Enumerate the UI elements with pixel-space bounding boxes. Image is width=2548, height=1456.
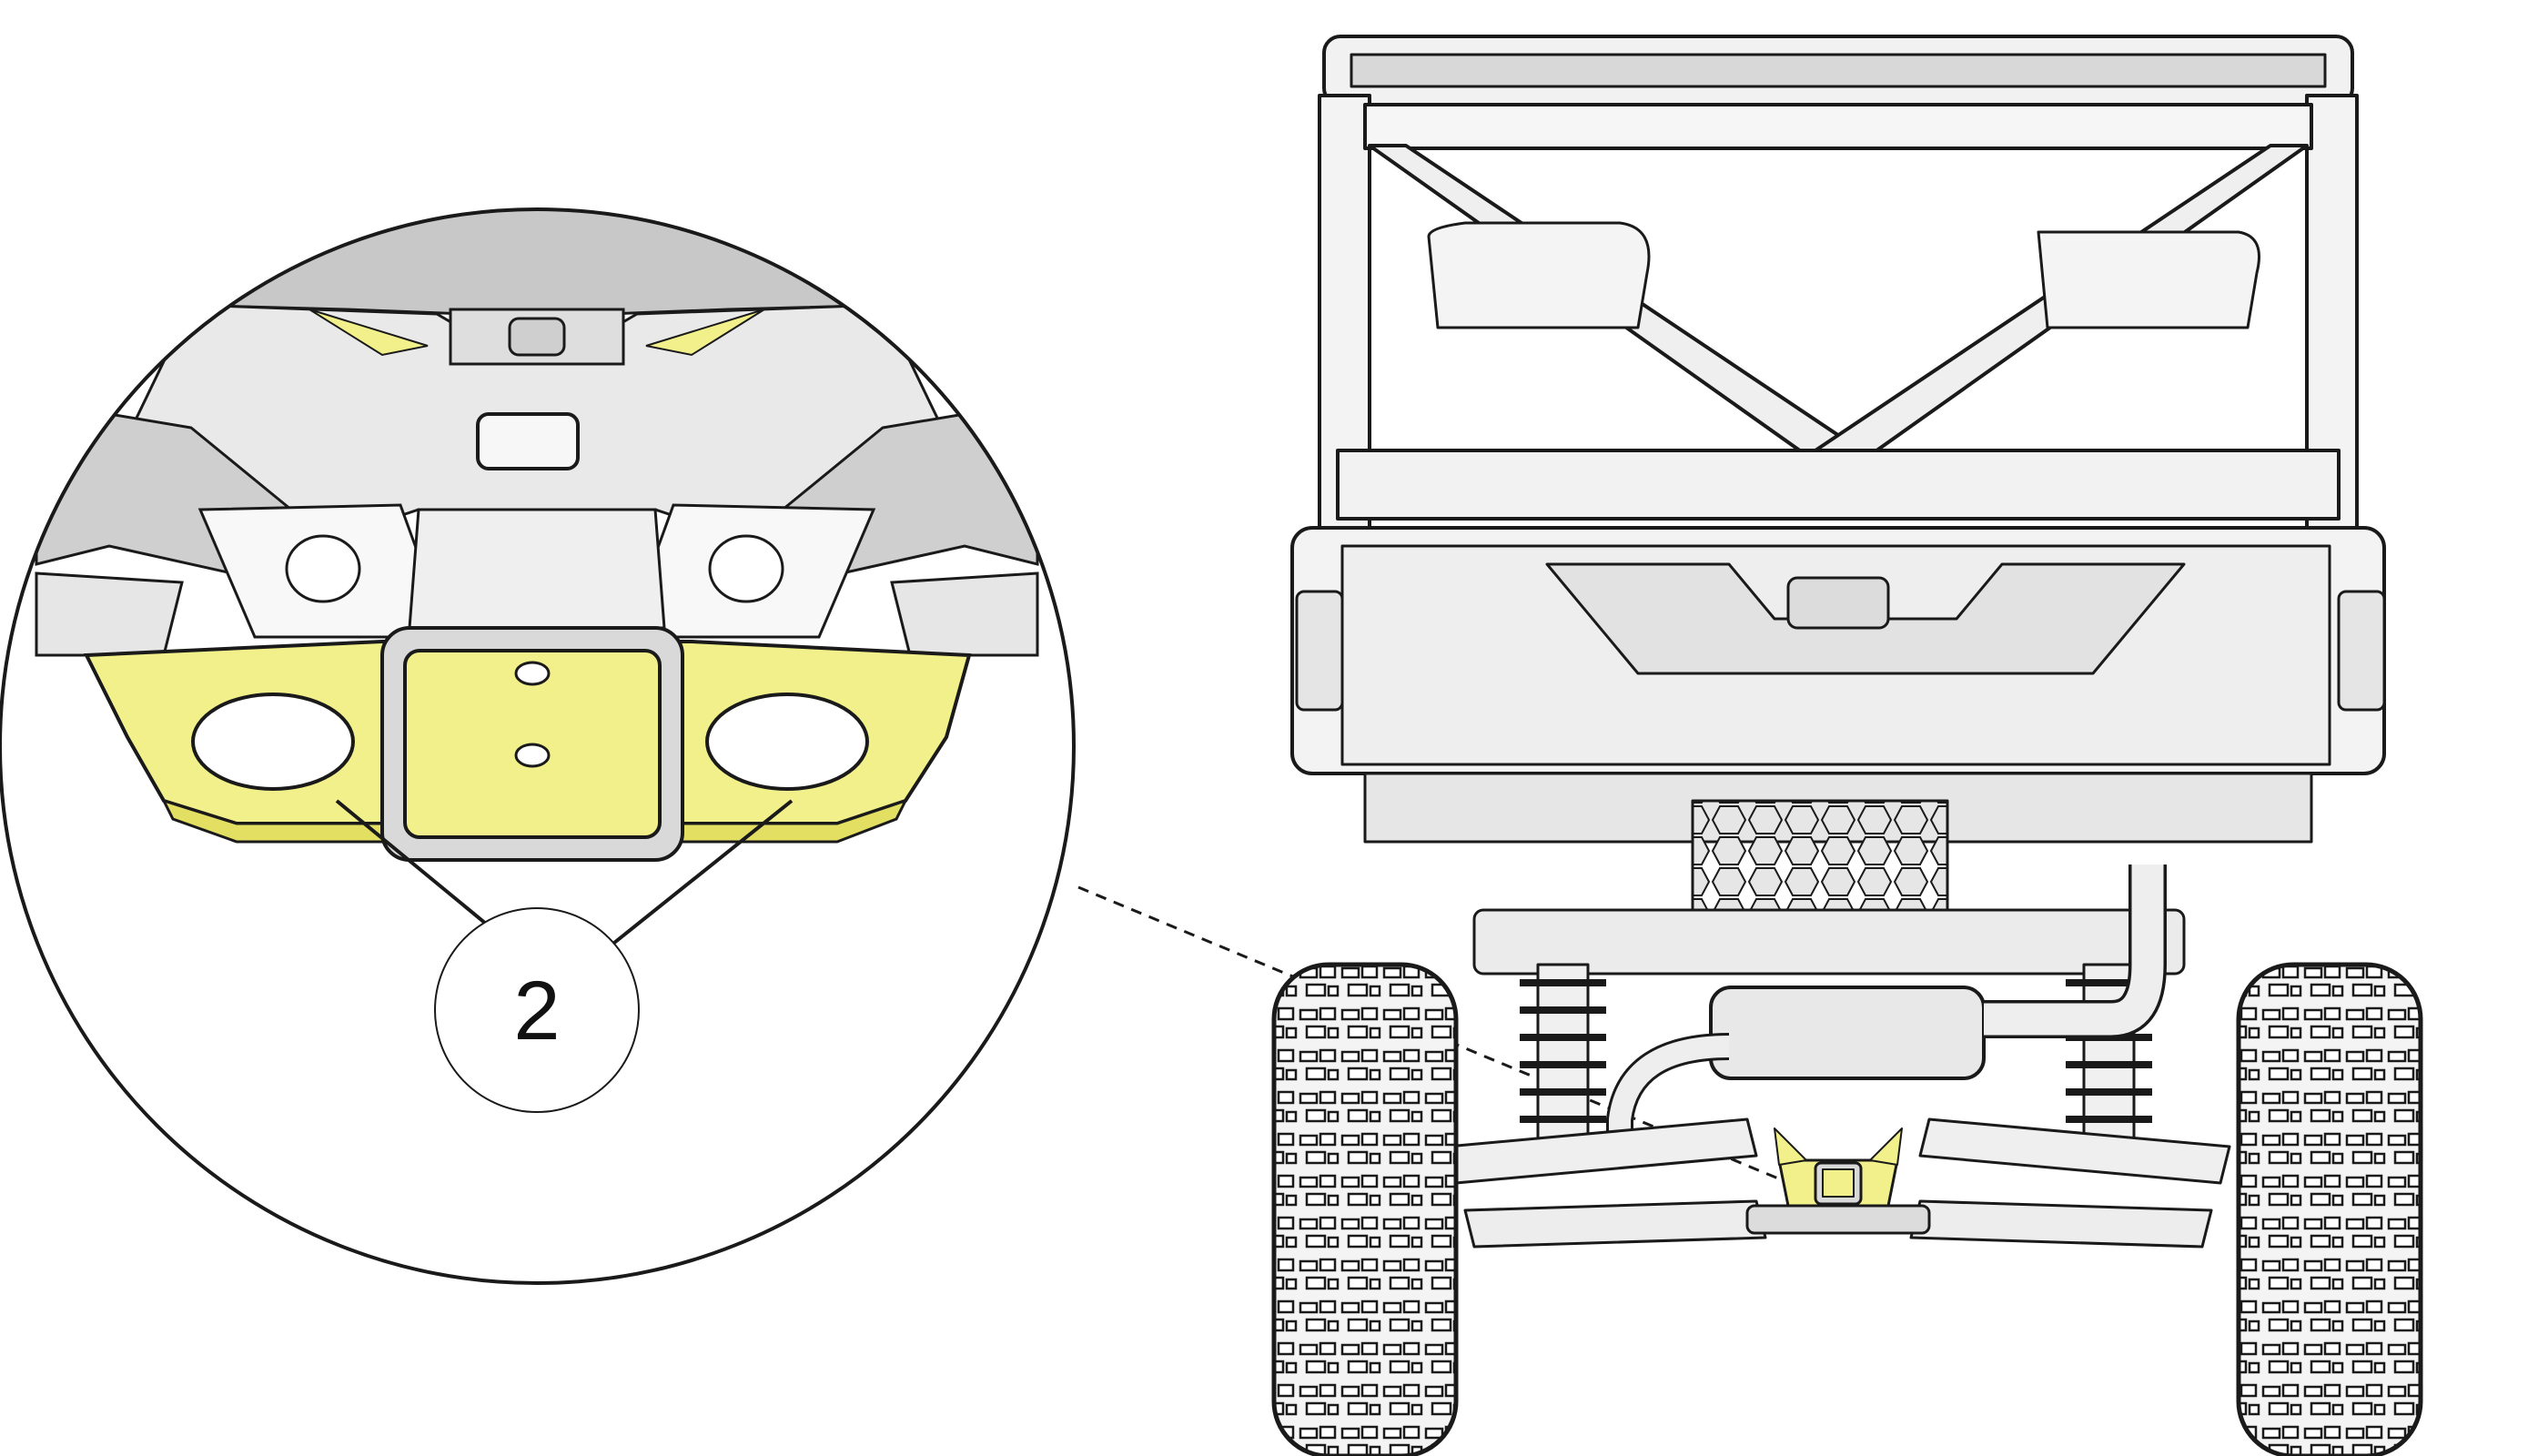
- tire-left: [1271, 962, 1459, 1456]
- vehicle-hitch-highlight: [1774, 1127, 1903, 1208]
- callout-bubble: 2: [434, 907, 640, 1113]
- roll-cage: [1318, 35, 2359, 543]
- utv-rear-view: [1271, 35, 2423, 1456]
- leader-line-right: [608, 799, 794, 948]
- shock-left: [1520, 963, 1606, 1148]
- detail-magnifier: 2: [0, 207, 1076, 1285]
- receiver-hitch: [380, 626, 684, 862]
- muffler: [1709, 986, 1986, 1080]
- tire-right: [2236, 962, 2423, 1456]
- leader-line-left: [335, 799, 493, 930]
- callout-number: 2: [513, 965, 560, 1057]
- undercarriage: [1363, 772, 2313, 1249]
- cargo-box-tailgate: [1290, 526, 2386, 775]
